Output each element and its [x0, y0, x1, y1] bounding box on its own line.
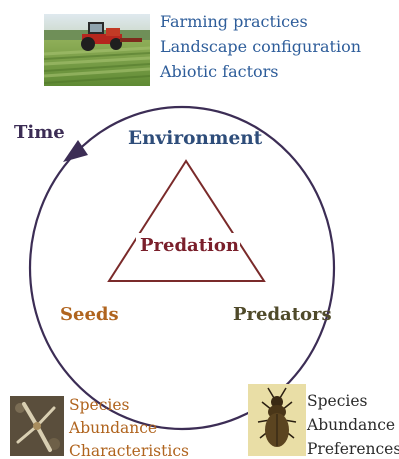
cycle-circle	[28, 105, 336, 431]
time-label: Time	[14, 122, 65, 143]
predation-label: Predation	[140, 235, 239, 256]
seeds-info-line: Characteristics	[69, 442, 189, 459]
environment-info-line: Abiotic factors	[160, 62, 279, 81]
predators-info-line: Species	[307, 392, 368, 410]
predators-info-line: Preferences	[307, 440, 399, 458]
arrowhead-icon	[63, 140, 88, 162]
predation-triangle	[107, 159, 266, 282]
predators-info-line: Abundance	[307, 416, 396, 434]
seed-photo	[10, 396, 64, 456]
tractor-field-photo	[44, 14, 150, 86]
seeds-label: Seeds	[60, 304, 119, 325]
predators-label: Predators	[233, 304, 332, 325]
seeds-info-line: Species	[69, 396, 130, 414]
environment-label: Environment	[128, 128, 263, 149]
environment-info-line: Farming practices	[160, 12, 308, 31]
beetle-photo	[248, 384, 306, 456]
predation-label-background	[136, 233, 240, 259]
environment-info-line: Landscape configuration	[160, 37, 362, 56]
seeds-info-line: Abundance	[69, 419, 158, 437]
